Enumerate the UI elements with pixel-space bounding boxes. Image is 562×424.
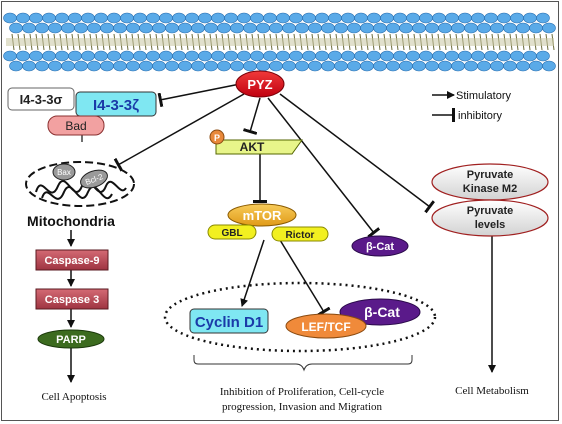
p-phospho-label: P — [214, 133, 220, 143]
pyruvate-kinase-label-2: Kinase M2 — [463, 183, 517, 195]
caspase9-label: Caspase-9 — [44, 255, 99, 267]
edge-mtor-to-lef — [279, 239, 331, 317]
edge-pyz-to-akt — [243, 97, 261, 135]
p1433-zeta-label: I4-3-3ζ — [93, 97, 139, 114]
cell-membrane — [3, 12, 556, 72]
outcome-label-1: Inhibition of Proliferation, Cell-cycle — [220, 386, 384, 398]
bcl2-shape — [80, 169, 108, 189]
edge-pyz-to-mito — [113, 93, 245, 172]
pyz-node: PYZ — [235, 70, 285, 98]
pyz-label: PYZ — [247, 77, 272, 92]
mtor-complex: mTOR GBL Rictor — [207, 203, 329, 242]
mitochondria-label: Mitochondria — [27, 213, 115, 229]
beta-cat-upper-label: β-Cat — [366, 241, 394, 253]
lef-tcf-node: LEF/TCF — [285, 313, 367, 339]
edge-pyz-to-1433 — [157, 83, 241, 108]
p1433-sigma-label: I4-3-3σ — [20, 92, 63, 107]
cell-metabolism-label: Cell Metabolism — [455, 385, 529, 397]
bax-label: Bax — [57, 168, 71, 177]
cyclin-d1-node: Cyclin D1 — [189, 308, 269, 334]
cyclin-d1-label: Cyclin D1 — [195, 314, 263, 331]
legend: Stimulatory inhibitory — [432, 90, 512, 122]
pyruvate-kinase-node: Pyruvate Kinase M2 — [431, 163, 549, 201]
mitochondria-node: Bax Bcl-2 Mitochondria — [25, 161, 135, 229]
p-phospho-badge — [209, 129, 225, 145]
p1433-zeta-node: I4-3-3ζ — [75, 91, 157, 117]
akt-label: AKT — [240, 140, 265, 154]
bax-shape — [52, 163, 76, 181]
pyruvate-levels-node: Pyruvate levels — [431, 199, 549, 237]
pathway-edges — [67, 83, 496, 383]
edge-mtor-to-cyclin — [240, 239, 265, 307]
legend-stimulatory-label: Stimulatory — [456, 90, 512, 102]
caspase3-node: Caspase 3 — [35, 288, 109, 310]
rictor-label: Rictor — [286, 230, 315, 241]
legend-inhibitory-label: inhibitory — [458, 110, 503, 122]
beta-cat-lower-node: β-Cat — [339, 298, 421, 326]
pyruvate-levels-label-2: levels — [475, 219, 506, 231]
parp-node: PARP — [37, 329, 105, 349]
edge-pyz-to-betacat — [267, 97, 381, 239]
caspase3-label: Caspase 3 — [45, 294, 99, 306]
pyruvate-levels-label-1: Pyruvate — [467, 205, 513, 217]
lef-tcf-label: LEF/TCF — [301, 320, 350, 334]
outcome-brace — [193, 355, 413, 372]
parp-label: PARP — [56, 334, 86, 346]
beta-cat-lower-label: β-Cat — [364, 304, 400, 320]
outcome-label-2: progression, Invasion and Migration — [222, 401, 383, 413]
gbl-label: GBL — [221, 228, 242, 239]
cell-apoptosis-label: Cell Apoptosis — [41, 391, 106, 403]
p1433-sigma-node: I4-3-3σ — [7, 87, 75, 111]
caspase9-node: Caspase-9 — [35, 249, 109, 271]
pyruvate-kinase-label-1: Pyruvate — [467, 169, 513, 181]
akt-node: AKT P — [209, 129, 303, 155]
bad-label: Bad — [65, 119, 86, 133]
nucleus-outline — [163, 281, 437, 353]
bad-node: Bad — [47, 115, 105, 136]
mtor-label: mTOR — [243, 208, 282, 223]
edge-pyz-to-pyruvate — [279, 93, 436, 214]
beta-cat-upper-node: β-Cat — [351, 235, 409, 257]
